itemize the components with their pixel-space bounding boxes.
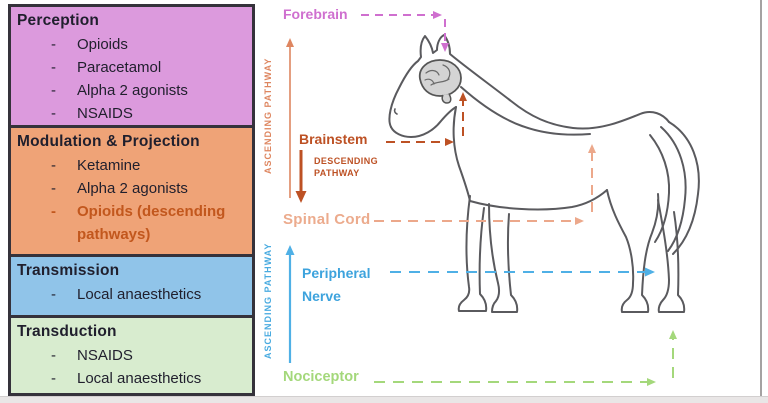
horse-mane-line <box>460 86 591 136</box>
slide-bottom-strip <box>0 396 768 403</box>
label-ascending-pathway-lower: ASCENDING PATHWAY <box>263 242 273 359</box>
list-item-label: Local anaesthetics <box>77 286 202 303</box>
horse-hind-leg-near <box>606 189 660 313</box>
bullet: - <box>51 286 56 303</box>
list-item-label: NSAIDS <box>77 105 133 122</box>
label-descending-pathway: DESCENDING PATHWAY <box>314 155 378 179</box>
spinal-cord-arrow <box>374 144 596 225</box>
label-peripheral-nerve: Peripheral Nerve <box>302 262 370 308</box>
list-item: - Local anaesthetics <box>17 283 246 306</box>
brain-icon <box>418 59 462 104</box>
bullet: - <box>51 203 56 220</box>
slide-right-edge <box>760 0 762 396</box>
label-forebrain: Forebrain <box>283 6 348 22</box>
bullet: - <box>51 370 56 387</box>
horse-belly-line <box>469 189 608 211</box>
bullet: - <box>51 157 56 174</box>
bullet: - <box>51 105 56 122</box>
list-item: - NSAIDS <box>17 344 246 367</box>
horse-tail-outer <box>668 121 700 255</box>
horse-tail-mid <box>660 126 687 252</box>
list-item-label: Paracetamol <box>77 59 162 76</box>
box-modulation-title: Modulation & Projection <box>17 133 200 150</box>
list-item-highlighted: - Opioids (descending pathways) <box>17 200 246 246</box>
list-item-label: Opioids <box>77 36 128 53</box>
label-peripheral-line2: Nerve <box>302 288 341 304</box>
list-item: - Alpha 2 agonists <box>17 177 246 200</box>
horse-tail-inner <box>649 134 671 243</box>
label-peripheral-line1: Peripheral <box>302 265 371 281</box>
horse-chest-line <box>452 106 471 202</box>
list-item: - Ketamine <box>17 154 246 177</box>
box-modulation-projection: Modulation & Projection - Ketamine - Alp… <box>8 125 255 257</box>
brainstem-arrow <box>386 92 467 146</box>
horse-front-leg-far <box>488 203 519 313</box>
list-item: - Alpha 2 agonists <box>17 79 246 102</box>
list-item-label: Alpha 2 agonists <box>77 82 188 99</box>
bullet: - <box>51 59 56 76</box>
label-nociceptor: Nociceptor <box>283 369 359 385</box>
list-item: - Local anaesthetics <box>17 367 246 390</box>
list-item: - NSAIDS <box>17 102 246 125</box>
box-transmission-title: Transmission <box>17 262 120 279</box>
horse-nostril <box>393 108 398 115</box>
box-transduction-title: Transduction <box>17 323 117 340</box>
horse-front-leg-near <box>457 195 488 312</box>
bullet: - <box>51 347 56 364</box>
box-perception-title: Perception <box>17 12 100 29</box>
bullet: - <box>51 36 56 53</box>
box-transduction: Transduction - NSAIDS - Local anaestheti… <box>8 315 255 396</box>
label-ascending-pathway-upper: ASCENDING PATHWAY <box>263 57 273 175</box>
label-descending-line2: PATHWAY <box>314 168 360 178</box>
bullet: - <box>51 180 56 197</box>
nociceptor-arrow <box>374 330 677 386</box>
box-perception: Perception - Opioids - Paracetamol - Alp… <box>8 4 255 128</box>
horse-outline <box>388 34 700 313</box>
list-item: - Opioids <box>17 33 246 56</box>
forebrain-arrow <box>361 11 449 52</box>
list-item-label: Alpha 2 agonists <box>77 180 188 197</box>
list-item-label: Ketamine <box>77 157 141 174</box>
box-transmission: Transmission - Local anaesthetics <box>8 254 255 318</box>
horse-muzzle-jaw-line <box>390 106 457 138</box>
bullet: - <box>51 82 56 99</box>
label-descending-line1: DESCENDING <box>314 156 379 166</box>
label-brainstem: Brainstem <box>299 131 368 147</box>
list-item-label: Local anaesthetics <box>77 370 202 387</box>
list-item-label: Opioids (descending pathways) <box>77 203 226 243</box>
label-spinal-cord: Spinal Cord <box>283 211 371 228</box>
list-item: - Paracetamol <box>17 56 246 79</box>
list-item-label: NSAIDS <box>77 347 133 364</box>
horse-hind-leg-far <box>657 199 686 313</box>
